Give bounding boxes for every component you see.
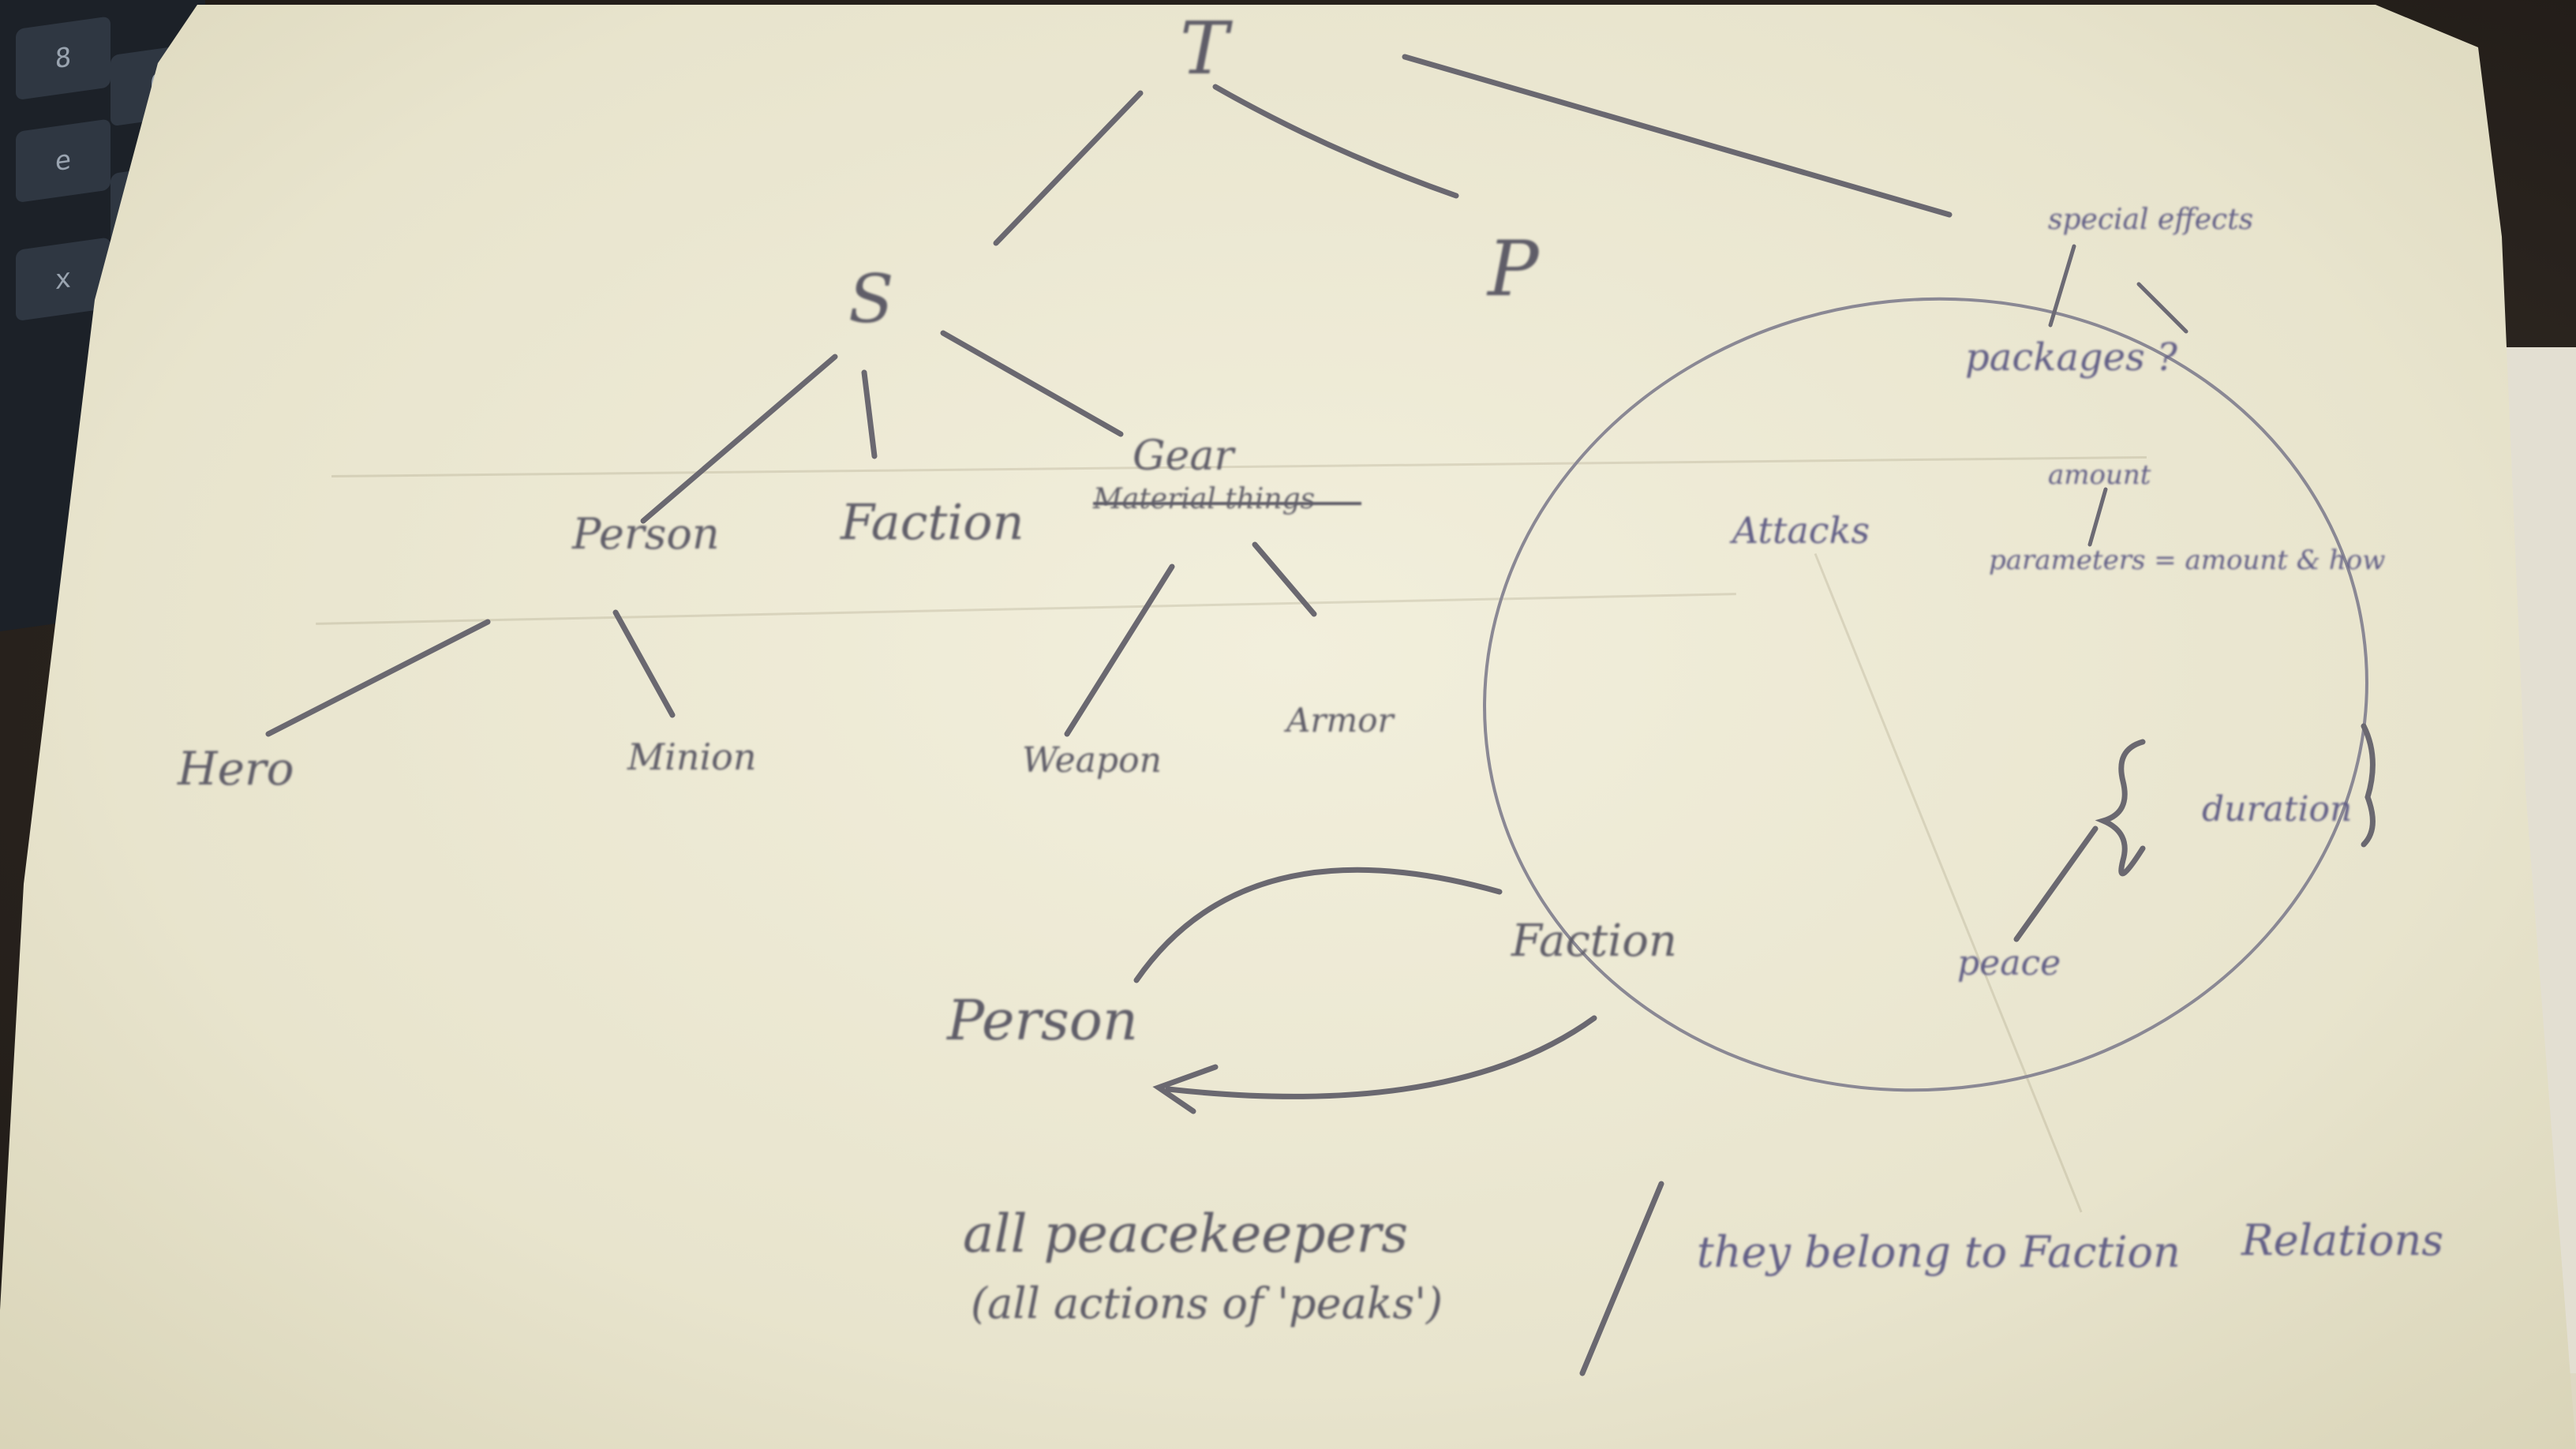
edge-t-right — [1402, 54, 1953, 218]
brace-right-icon — [2361, 723, 2376, 848]
edge-person-minion — [612, 609, 676, 718]
edge-s-gear — [940, 330, 1124, 437]
edge-special-question — [2136, 282, 2188, 334]
note-parameters: parameters = amount & how — [1989, 545, 2386, 576]
strikethrough-line — [1093, 502, 1361, 505]
edge-t-s — [993, 90, 1144, 246]
edge-amount-parameters — [2087, 487, 2108, 547]
edge-person-hero — [265, 619, 491, 737]
bottom-right-note: they belong to Faction — [1697, 1227, 2181, 1277]
edge-brace-peace — [2013, 826, 2099, 942]
cycle-arc-bottom — [1165, 1015, 1597, 1099]
edge-t-p — [1212, 84, 1459, 199]
node-s: S — [848, 260, 894, 338]
cycle-arc-top — [1133, 867, 1503, 983]
arrowhead-icon — [1152, 1064, 1219, 1114]
brace-icon — [2095, 739, 2146, 877]
edge-special-packages — [2048, 244, 2076, 328]
node-hero: Hero — [178, 742, 294, 796]
note-special-effects: special effects — [2048, 204, 2254, 236]
node-p: P — [1488, 225, 1539, 313]
edge-s-person — [640, 354, 838, 524]
bottom-right-word: Relations — [2241, 1215, 2444, 1265]
node-faction: Faction — [841, 493, 1024, 551]
note-amount: amount — [2048, 459, 2151, 491]
node-gear: Gear — [1133, 432, 1234, 480]
crossed-out-text: Material things — [1093, 483, 1316, 515]
node-t: T — [1180, 6, 1229, 91]
node-armor: Armor — [1286, 701, 1394, 739]
node-person: Person — [572, 509, 720, 559]
note-attacks: Attacks — [1732, 509, 1870, 552]
edge-gear-armor — [1252, 541, 1317, 617]
cycle-faction: Faction — [1511, 915, 1677, 967]
node-weapon: Weapon — [1022, 740, 1162, 781]
edge-s-faction — [861, 369, 878, 459]
note-packages: packages ? — [1965, 335, 2177, 380]
edge-gear-weapon — [1064, 564, 1175, 737]
cycle-person: Person — [947, 988, 1138, 1053]
bottom-note-line1: all peacekeepers — [963, 1204, 1409, 1264]
note-duration: duration — [2202, 789, 2353, 829]
divider-slash — [1579, 1181, 1664, 1376]
node-minion: Minion — [627, 736, 757, 778]
note-peace: peace — [1957, 943, 2061, 983]
grouping-circle — [1483, 297, 2368, 1092]
bottom-note-line2: (all actions of 'peaks') — [971, 1279, 1443, 1328]
